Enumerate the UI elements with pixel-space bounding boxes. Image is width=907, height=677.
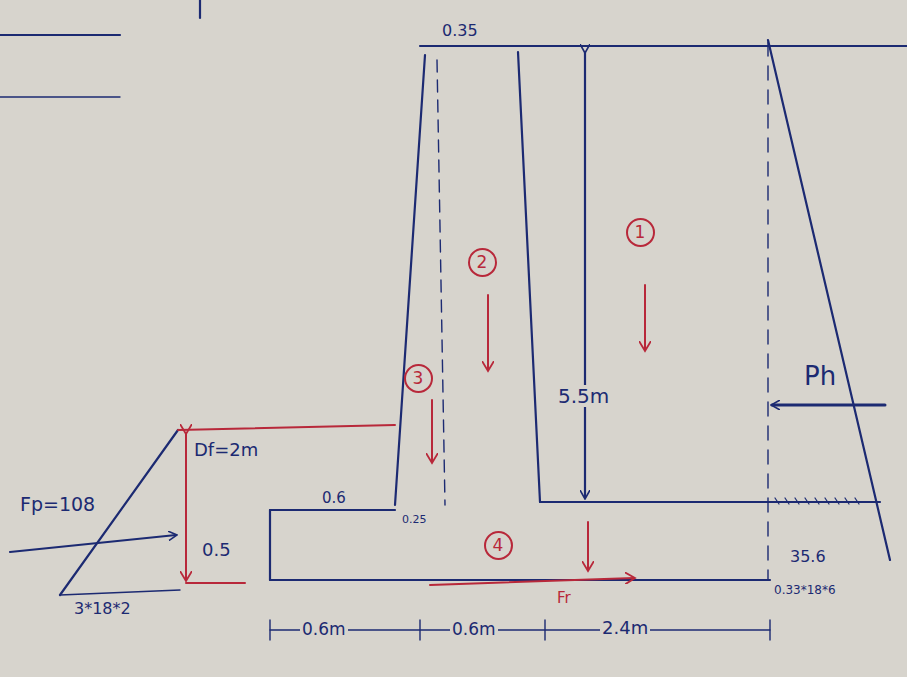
dimension-label: Fp=108	[18, 494, 97, 515]
callout-circle: 3	[404, 364, 433, 393]
dimension-label: 3*18*2	[72, 600, 133, 618]
dimension-label: Fr	[555, 590, 573, 607]
callout-number: 2	[477, 254, 488, 271]
dimension-label: 5.5m	[556, 385, 611, 407]
callout-number: 1	[635, 224, 646, 241]
callout-number: 3	[413, 370, 424, 387]
dimension-label: 0.33*18*6	[772, 584, 838, 597]
dimension-label: 2.4m	[600, 618, 650, 638]
dimension-label: 0.35	[440, 22, 480, 40]
callout-number: 4	[493, 537, 504, 554]
dimension-label: 0.5	[200, 540, 233, 560]
dimension-label: Ph	[802, 362, 838, 391]
dimension-label: 0.25	[400, 514, 429, 526]
dimension-label: Df=2m	[192, 440, 260, 460]
callout-circle: 1	[626, 218, 655, 247]
callout-circle: 4	[484, 531, 513, 560]
dimension-label: 0.6	[320, 490, 348, 507]
callout-circle: 2	[468, 248, 497, 277]
dimension-label: 0.6m	[450, 620, 498, 639]
dimension-label: 35.6	[788, 548, 828, 566]
dimension-label: 0.6m	[300, 620, 348, 639]
